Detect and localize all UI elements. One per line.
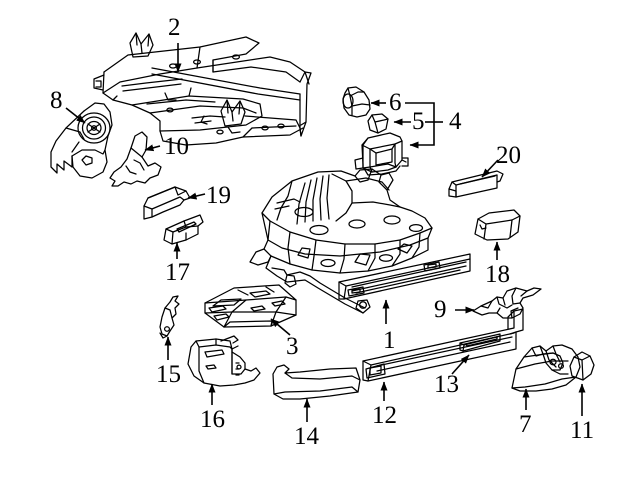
part-1-seat-track-outer-rail-cover — [338, 253, 471, 300]
callout-label-1: 1 — [383, 327, 396, 354]
callout-label-17: 17 — [165, 259, 190, 286]
callout-label-11: 11 — [570, 417, 595, 444]
callout-label-5: 5 — [412, 108, 425, 135]
callout-label-10: 10 — [164, 133, 189, 160]
part-17-seat-rail-end-bracket — [163, 214, 204, 245]
part-16-seat-side-trim-panel-inner — [187, 335, 261, 387]
callout-label-9: 9 — [434, 296, 447, 323]
part-2-seat-adjuster-frame — [93, 32, 312, 146]
part-6-seat-motor — [342, 86, 371, 118]
part-7-seat-side-trim-panel-outer — [511, 344, 581, 392]
part-3-seat-cushion-pan-panel — [204, 284, 297, 328]
leader-8 — [65, 107, 86, 124]
part-15-seat-bracket-strap — [159, 295, 180, 339]
callout-label-18: 18 — [485, 261, 510, 288]
leader-13 — [451, 354, 470, 375]
part-14-seat-front-trim-molding — [272, 364, 361, 400]
part-8-recliner-handle-bracket — [50, 102, 113, 179]
leader-3 — [270, 318, 291, 336]
callout-label-12: 12 — [372, 402, 397, 429]
leader-4-bracket — [405, 102, 435, 149]
callout-label-4: 4 — [449, 108, 462, 135]
part-11-end-cap-plug — [569, 351, 595, 381]
callout-leaders — [65, 43, 586, 422]
callout-label-3: 3 — [286, 333, 299, 360]
part-13-rail-cover-slot-insert — [459, 333, 501, 352]
part-18-seat-track-end-cover — [474, 209, 521, 241]
callout-label-20: 20 — [496, 142, 521, 169]
part-19-seat-rail-reinforcement — [143, 186, 191, 220]
callout-label-16: 16 — [200, 406, 225, 433]
callout-label-2: 2 — [168, 14, 181, 41]
leader-10 — [144, 144, 161, 152]
part-9-seat-adjuster-handle-lever — [472, 287, 542, 319]
leader-20 — [481, 159, 499, 178]
callout-label-13: 13 — [434, 371, 459, 398]
callout-label-14: 14 — [294, 423, 319, 450]
part-10-seat-hinge-cover-bracket — [109, 131, 162, 187]
callout-label-8: 8 — [50, 87, 63, 114]
callout-label-15: 15 — [156, 361, 181, 388]
callout-label-19: 19 — [206, 182, 231, 209]
leader-19 — [187, 192, 206, 200]
part-5-cap-cover-small — [367, 113, 389, 134]
part-20-seat-wire-clip-bracket — [448, 170, 504, 198]
part-4-motor-and-switch-module — [354, 132, 409, 176]
callout-label-6: 6 — [389, 89, 402, 116]
main-seat-frame-body — [249, 168, 433, 314]
part-12-seat-track-inner-rail-cover — [362, 308, 524, 382]
callout-label-7: 7 — [519, 411, 532, 438]
